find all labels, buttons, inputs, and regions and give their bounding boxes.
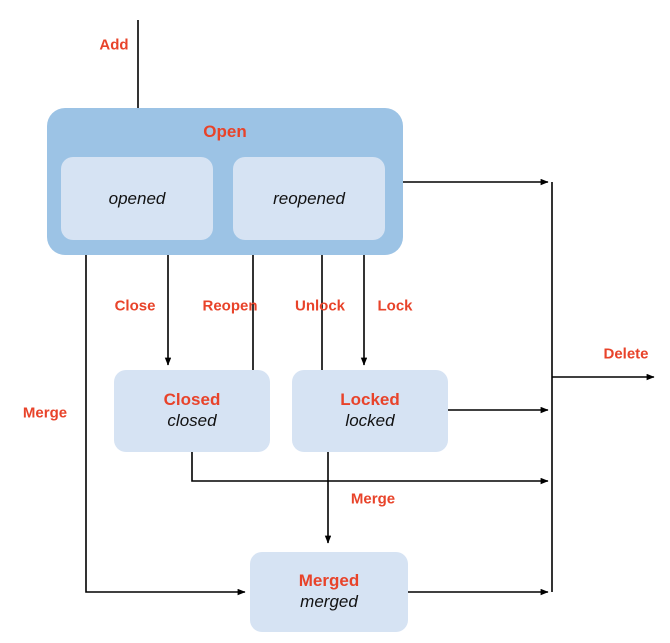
wire-merge-left (85, 255, 246, 596)
state-merged-title: Merged (298, 571, 360, 591)
transition-label-close: Close (114, 297, 156, 315)
state-locked[interactable]: Locked locked (292, 370, 448, 452)
substate-opened-label: opened (108, 188, 166, 208)
state-closed-sub: closed (167, 411, 217, 430)
transition-label-add: Add (99, 36, 129, 54)
transition-label-merge-center: Merge (350, 490, 396, 508)
state-locked-sub: locked (345, 411, 395, 430)
wire-closed-to-bus (191, 452, 549, 485)
transition-label-reopen: Reopen (202, 297, 258, 315)
transition-label-unlock: Unlock (294, 297, 346, 315)
state-merged[interactable]: Merged merged (250, 552, 408, 632)
state-closed[interactable]: Closed closed (114, 370, 270, 452)
state-locked-title: Locked (340, 390, 400, 410)
state-closed-title: Closed (163, 390, 221, 410)
substate-reopened-label: reopened (273, 188, 345, 208)
state-group-open-label: Open (203, 122, 247, 141)
transition-label-lock: Lock (377, 297, 413, 315)
transition-label-merge-left: Merge (22, 404, 68, 422)
state-group-open[interactable]: Open opened reopened (47, 108, 403, 255)
transition-label-delete: Delete (603, 345, 649, 363)
substate-reopened[interactable]: reopened (233, 157, 385, 240)
substate-opened[interactable]: opened (61, 157, 213, 240)
state-merged-sub: merged (300, 592, 358, 611)
